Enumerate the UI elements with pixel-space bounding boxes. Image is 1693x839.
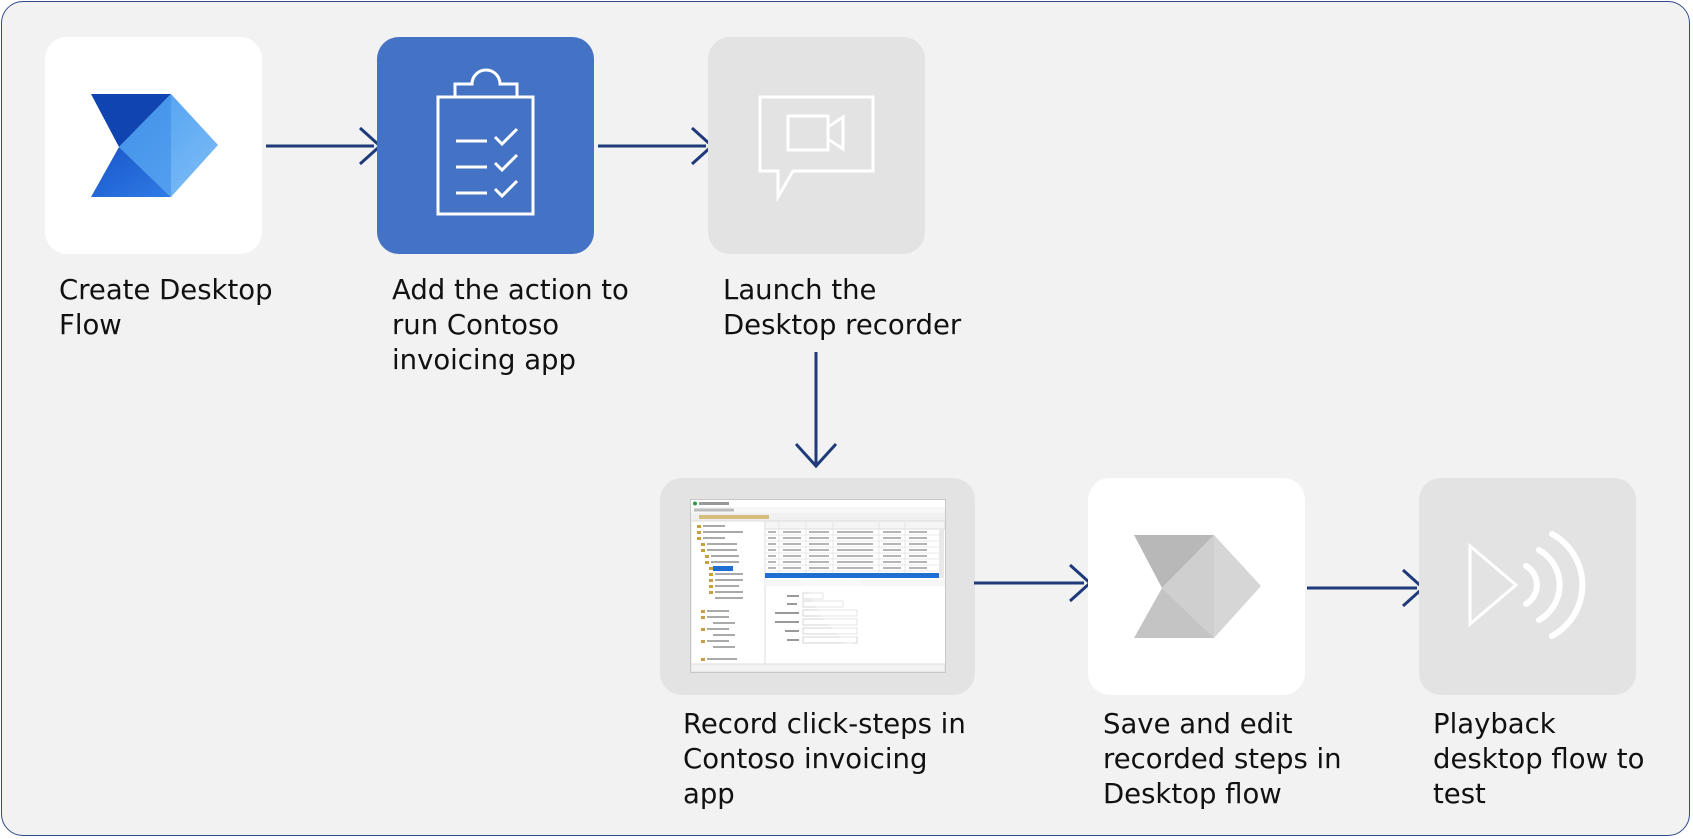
step-create-tile [45,37,262,254]
arrow-record-to-save [974,563,1093,603]
step-playback-label: Playback desktop flow to test [1433,708,1645,810]
step-launch-recorder-label: Launch the Desktop recorder [723,274,962,341]
step-add-action-tile [377,37,594,254]
step-save-edit-tile [1088,478,1305,695]
contoso-app-screenshot [690,499,946,673]
step-launch-recorder-tile [708,37,925,254]
power-automate-gray-logo-icon [1134,535,1261,638]
power-automate-logo-icon [91,94,218,197]
step-record-label: Record click-steps in Contoso invoicing … [683,708,966,810]
arrow-create-to-add [266,126,383,166]
step-playback-tile [1419,478,1636,695]
arrow-launch-to-record [794,352,838,469]
step-create-label: Create Desktop Flow [59,274,273,341]
video-chat-bubble-icon [758,95,875,203]
clipboard-checklist-icon [436,68,535,216]
step-add-action-label: Add the action to run Contoso invoicing … [392,274,629,376]
playback-sound-icon [1468,531,1586,639]
step-save-edit-label: Save and edit recorded steps in Desktop … [1103,708,1342,810]
arrow-add-to-launch [598,126,715,166]
step-record-tile [660,478,975,695]
arrow-save-to-playback [1307,568,1426,608]
